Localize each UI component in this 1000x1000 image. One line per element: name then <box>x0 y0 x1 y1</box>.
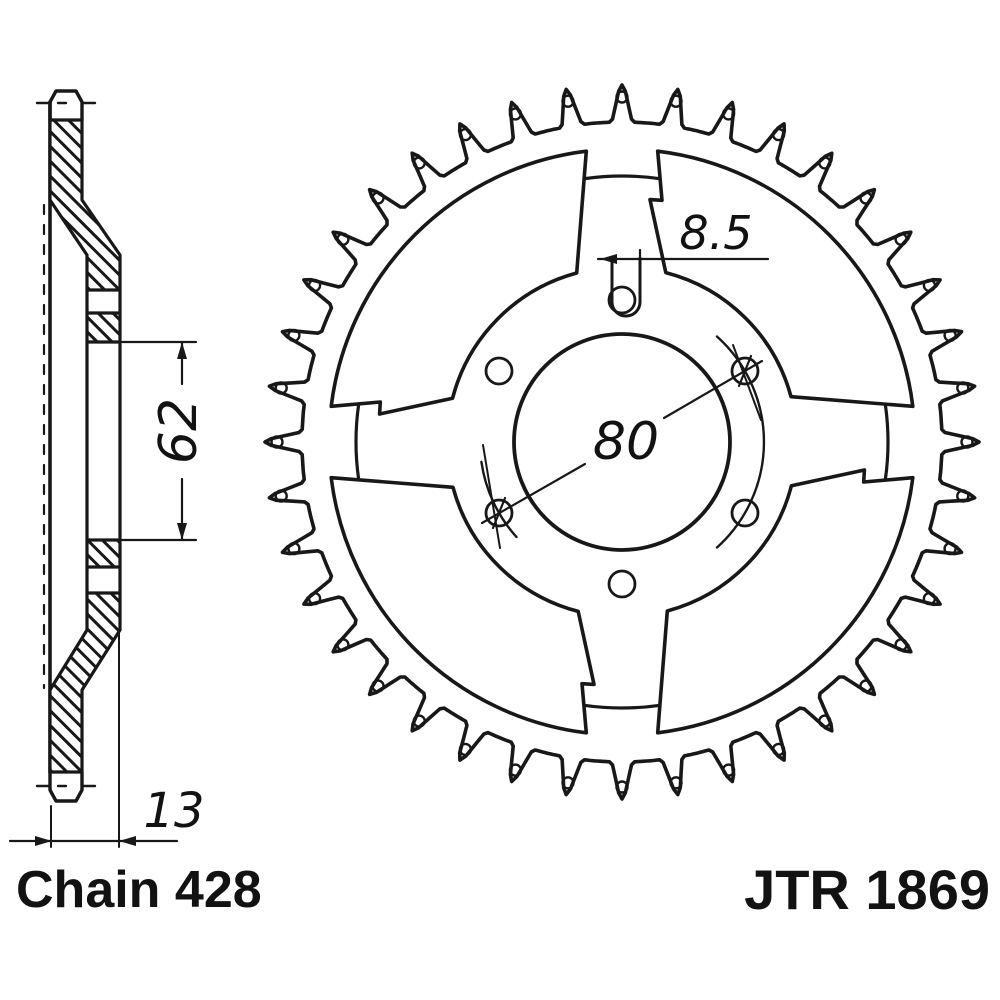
tooth-tip-dot <box>894 232 908 246</box>
tooth-tip-dot <box>771 127 786 142</box>
dim-62-label: 62 <box>149 398 209 464</box>
bolt-hole <box>607 569 637 599</box>
tooth-tip-dot <box>894 638 908 652</box>
center-bore <box>512 332 732 552</box>
tooth-tip-dot <box>818 156 832 170</box>
dim-8-5-label: 8.5 <box>679 206 752 260</box>
section-hatch-lower <box>48 591 122 774</box>
dim-80-extension-lines <box>482 344 762 549</box>
tooth-tip-dot <box>615 780 629 794</box>
sprocket-teeth-outline <box>263 83 981 801</box>
rim-inner-arc <box>583 174 662 181</box>
tooth-tip-dot <box>371 679 385 693</box>
tooth-tip-dot <box>943 541 957 556</box>
tooth-tip-dot <box>307 278 322 293</box>
tooth-tip-dot <box>371 191 385 205</box>
bolt-hole <box>607 285 637 315</box>
tooth-tip-dot <box>960 435 974 449</box>
web-cutout-panel <box>329 149 589 416</box>
tooth-tip-dot <box>307 591 322 606</box>
tooth-tip-dot <box>771 742 786 757</box>
dim-62-arrow-down <box>177 523 187 540</box>
chain-size-label: Chain 428 <box>16 861 262 919</box>
tooth-tip-dot <box>956 489 970 503</box>
tooth-tip-dot <box>669 776 683 790</box>
rim-inner-arc <box>354 402 361 481</box>
side-section-view: 62 13 <box>8 89 209 848</box>
front-view-dimensions: 8.5 80 <box>480 206 770 549</box>
dim-62-arrow-up <box>177 342 187 359</box>
dimension-13: 13 <box>8 631 205 848</box>
rim-inner-arc <box>883 403 890 482</box>
dim-80-label: 80 <box>593 412 659 472</box>
dim-8-5-hole-clevis <box>610 256 642 318</box>
web-cutout-panel <box>648 149 915 409</box>
rim-inner-arc <box>582 703 661 710</box>
dimension-80: 80 <box>480 344 764 549</box>
web-cutout-panel <box>655 468 915 735</box>
tooth-tip-dot <box>458 127 473 142</box>
tooth-tip-dot <box>412 714 426 728</box>
tooth-tip-dot <box>615 90 629 104</box>
tooth-tip-dot <box>561 94 575 108</box>
tooth-tip-dot <box>721 107 736 121</box>
tooth-tip-dot <box>943 328 957 343</box>
part-number-label: JTR 1869 <box>744 858 990 921</box>
front-view <box>263 83 981 801</box>
bolt-hole <box>730 498 760 528</box>
tooth-tip-dot <box>287 328 301 343</box>
tooth-tip-dot <box>274 489 288 503</box>
dim-13-arrow-left <box>35 836 52 846</box>
dim-13-arrow-right <box>119 836 136 846</box>
dim-62-extension-lines <box>120 340 198 542</box>
tooth-tip-dot <box>508 107 523 121</box>
tooth-tip-dot <box>956 381 970 395</box>
tooth-tip-dot <box>669 94 683 108</box>
section-bottom-tooth <box>48 770 84 803</box>
tooth-tip-dot <box>561 776 575 790</box>
bolt-hole <box>484 356 514 386</box>
dimension-8-5: 8.5 <box>596 206 770 318</box>
tooth-tip-dot <box>721 763 736 777</box>
bolt-hole <box>484 498 514 528</box>
tooth-tip-dot <box>274 381 288 395</box>
tooth-tip-dot <box>336 232 350 246</box>
tooth-tip-dot <box>859 191 873 205</box>
tooth-tip-dot <box>270 435 284 449</box>
web-cutout-panel <box>329 475 596 735</box>
dim-13-label: 13 <box>143 783 204 839</box>
section-hatch-lower-web <box>85 538 122 569</box>
tooth-tip-dot <box>859 679 873 693</box>
dimension-62: 62 <box>120 340 209 542</box>
tooth-tip-dot <box>922 591 937 606</box>
bolt-hole <box>730 356 760 386</box>
tooth-tip-dot <box>458 742 473 757</box>
tooth-tip-dot <box>922 278 937 293</box>
dim-8-5-arrow <box>600 254 617 264</box>
tooth-tip-dot <box>818 714 832 728</box>
tooth-tip-dot <box>508 763 523 777</box>
section-hatch-upper-web <box>85 311 122 344</box>
tooth-tip-dot <box>412 156 426 170</box>
tooth-tip-dot <box>287 541 301 556</box>
tooth-tip-dot <box>336 638 350 652</box>
section-hub-lines <box>85 288 122 595</box>
section-top-tooth <box>48 89 84 122</box>
